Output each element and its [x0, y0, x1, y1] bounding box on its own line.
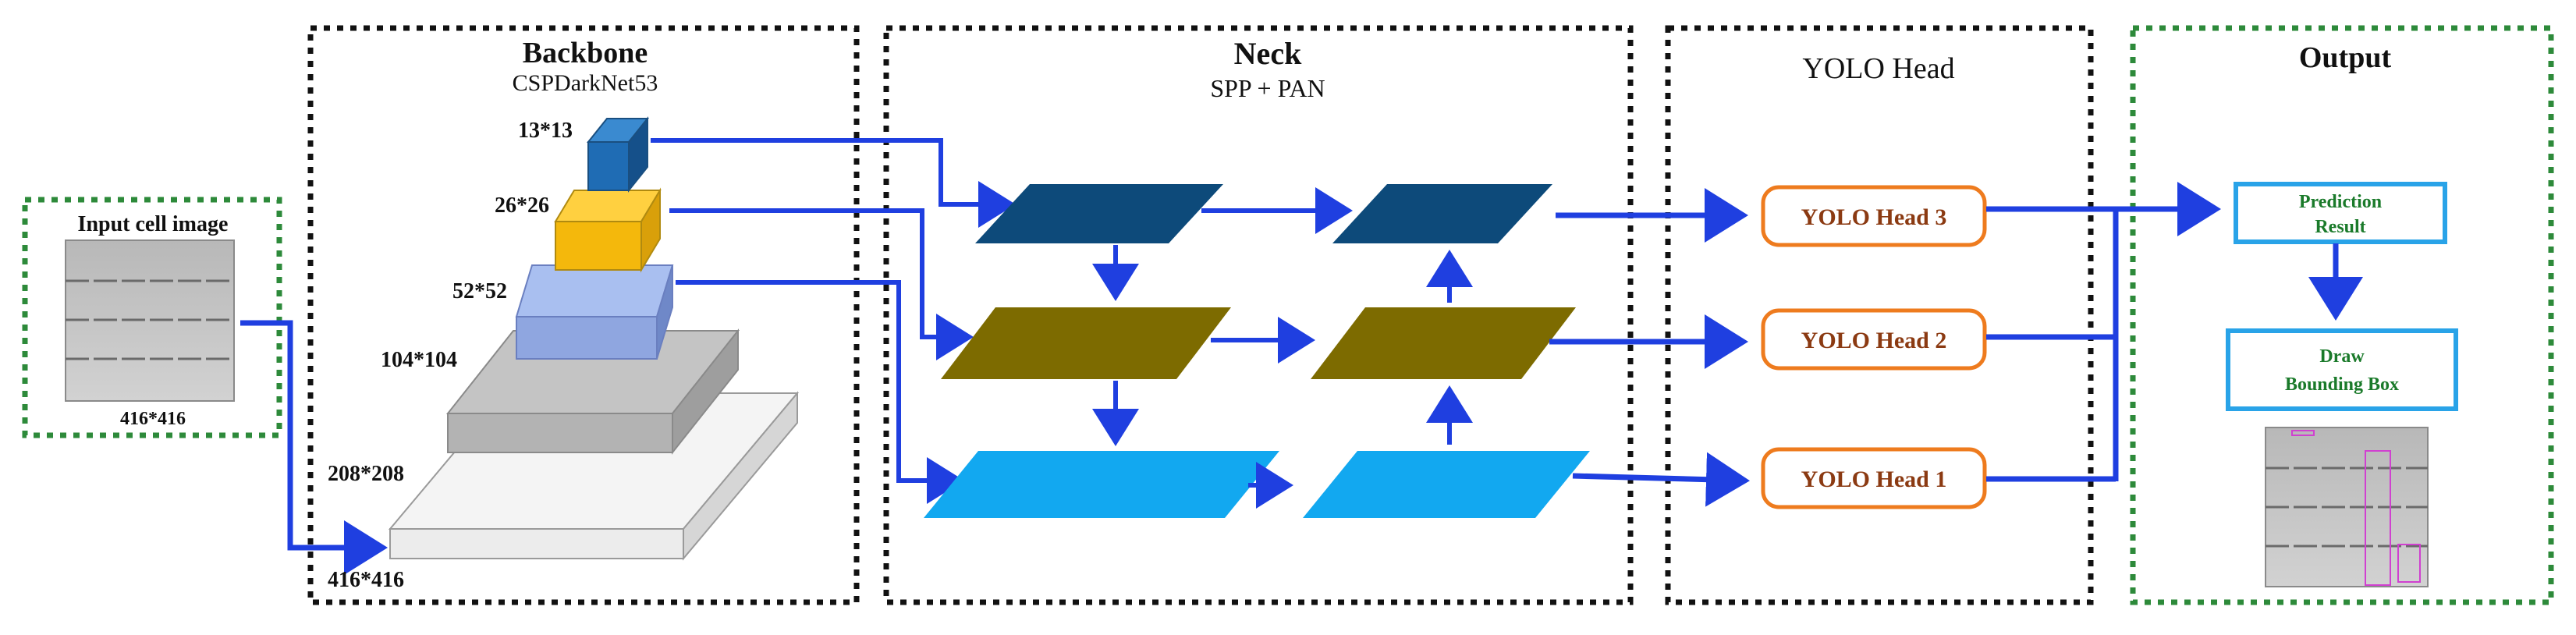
neck-fpn-26-plane — [941, 307, 1231, 379]
output-frame — [2130, 25, 2554, 605]
input-title: Input cell image — [78, 212, 229, 236]
backbone-level-104: 104*104 — [381, 348, 457, 372]
yolo-head-2-box — [1761, 308, 1987, 371]
neck-title: Neck — [1234, 36, 1302, 71]
neck-to-head1-arrow — [1572, 452, 1750, 507]
backbone-level-26: 26*26 — [495, 193, 549, 218]
draw-bounding-box-line2: Bounding Box — [2285, 374, 2399, 395]
neck-fpn-52-plane — [924, 451, 1279, 518]
draw-bounding-box-line1: Draw — [2319, 346, 2365, 367]
neck-frame — [883, 25, 1634, 605]
backbone-26-to-neck-arrow — [669, 208, 974, 360]
neck-subtitle: SPP + PAN — [1210, 74, 1325, 102]
backbone-layer-26 — [554, 187, 662, 273]
neck-pan-52-plane — [1303, 451, 1590, 518]
yolo-head-1-label: YOLO Head 1 — [1801, 466, 1947, 492]
input-size: 416*416 — [120, 409, 186, 429]
input-frame — [22, 197, 282, 438]
output-title: Output — [2299, 41, 2392, 74]
prediction-result-line1: Prediction — [2299, 192, 2382, 212]
prediction-result-line2: Result — [2315, 217, 2365, 237]
yolo-head-1-box — [1761, 447, 1987, 509]
backbone-layer-13 — [586, 116, 650, 193]
backbone-level-52: 52*52 — [452, 279, 507, 303]
neck-pan-13-plane — [1332, 184, 1552, 243]
backbone-frame — [307, 25, 860, 605]
backbone-level-13: 13*13 — [518, 119, 573, 143]
backbone-level-416: 416*416 — [328, 568, 404, 592]
head-frame — [1665, 25, 2094, 605]
yolo-head-3-box — [1761, 185, 1987, 247]
input-to-backbone-arrow — [240, 320, 388, 575]
prediction-result-box — [2234, 182, 2447, 244]
backbone-layer-104 — [515, 264, 674, 360]
backbone-13-to-neck-arrow — [651, 138, 1016, 228]
output-detection-image — [2265, 427, 2429, 587]
input-cell-image — [65, 239, 235, 402]
head-title: YOLO Head — [1802, 52, 1954, 85]
backbone-52-to-neck-arrow — [676, 280, 964, 504]
backbone-subtitle: CSPDarkNet53 — [513, 70, 658, 96]
draw-bounding-box-box — [2226, 328, 2458, 411]
yolo-head-2-label: YOLO Head 2 — [1801, 328, 1947, 353]
neck-fpn-13-plane — [975, 184, 1223, 243]
yolo-head-3-label: YOLO Head 3 — [1801, 204, 1947, 230]
backbone-level-208: 208*208 — [328, 462, 404, 486]
neck-pan-26-plane — [1311, 307, 1576, 379]
backbone-title: Backbone — [523, 37, 648, 69]
